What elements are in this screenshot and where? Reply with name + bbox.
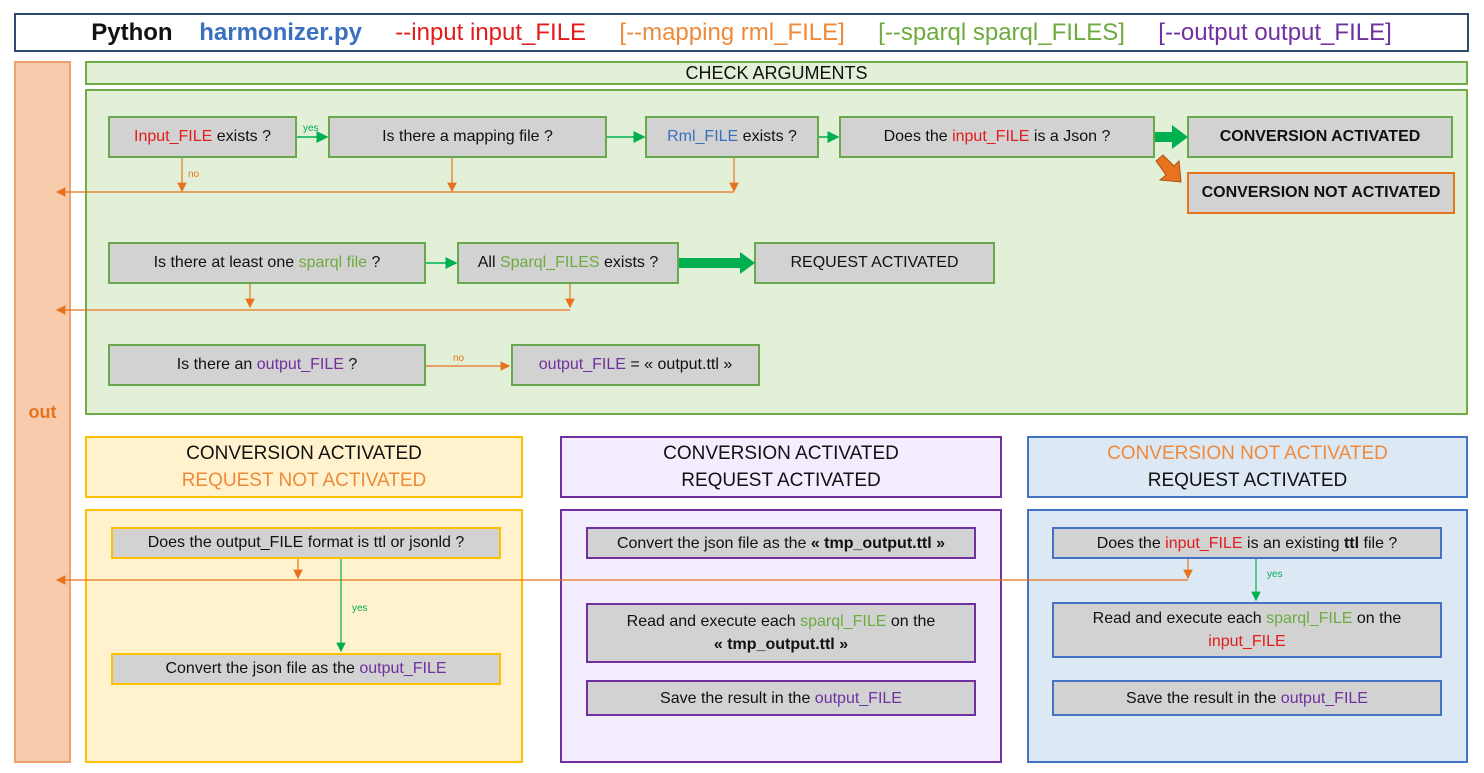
ttl-input-question: Does the input_FILE is an existing ttl f… bbox=[1052, 527, 1442, 559]
command-bar: Python harmonizer.py --input input_FILE … bbox=[14, 13, 1469, 52]
request-activated-box: REQUEST ACTIVATED bbox=[754, 242, 995, 284]
execute-sparql-tmp-step: Read and execute each sparql_FILE on the… bbox=[586, 603, 976, 663]
conversion-activated-box: CONVERSION ACTIVATED bbox=[1187, 116, 1453, 158]
yes-label-1: yes bbox=[303, 123, 319, 134]
thick-arrow-to-not-conversion bbox=[1155, 154, 1182, 183]
script-name: harmonizer.py bbox=[199, 18, 362, 46]
output-question-box: Is there an output_FILE ? bbox=[108, 344, 426, 386]
mapping-question-box: Is there a mapping file ? bbox=[328, 116, 607, 158]
thick-arrow-to-conversion bbox=[1155, 125, 1188, 149]
rml-exists-box: Rml_FILE exists ? bbox=[645, 116, 819, 158]
yes-label-yellow: yes bbox=[352, 603, 368, 614]
out-column: out bbox=[14, 61, 71, 763]
json-question-box: Does the input_FILE is a Json ? bbox=[839, 116, 1155, 158]
sparql-exists-box: All Sparql_FILES exists ? bbox=[457, 242, 679, 284]
thick-arrow-to-request bbox=[679, 252, 755, 274]
no-label-1: no bbox=[188, 169, 200, 180]
sparql-question-box: Is there at least one sparql file ? bbox=[108, 242, 426, 284]
output-default-box: output_FILE = « output.ttl » bbox=[511, 344, 760, 386]
convert-tmp-output-step: Convert the json file as the « tmp_outpu… bbox=[586, 527, 976, 559]
convert-json-output-step: Convert the json file as the output_FILE bbox=[111, 653, 501, 685]
input-exists-box: Input_FILE exists ? bbox=[108, 116, 297, 158]
sparql-arg: [--sparql sparql_FILES] bbox=[878, 18, 1125, 46]
check-arguments-title: CHECK ARGUMENTS bbox=[85, 61, 1468, 85]
save-result-step-purple: Save the result in the output_FILE bbox=[586, 680, 976, 716]
out-label: out bbox=[28, 401, 57, 422]
input-arg: --input input_FILE bbox=[395, 18, 587, 46]
execute-sparql-input-step: Read and execute each sparql_FILE on the… bbox=[1052, 602, 1442, 658]
no-label-2: no bbox=[453, 353, 465, 364]
output-arg: [--output output_FILE] bbox=[1158, 18, 1392, 46]
save-result-step-blue: Save the result in the output_FILE bbox=[1052, 680, 1442, 716]
python-label: Python bbox=[91, 18, 173, 46]
conversion-not-activated-box: CONVERSION NOT ACTIVATED bbox=[1187, 172, 1455, 214]
mapping-arg: [--mapping rml_FILE] bbox=[619, 18, 845, 46]
yes-label-blue: yes bbox=[1267, 569, 1283, 580]
output-format-question: Does the output_FILE format is ttl or js… bbox=[111, 527, 501, 559]
